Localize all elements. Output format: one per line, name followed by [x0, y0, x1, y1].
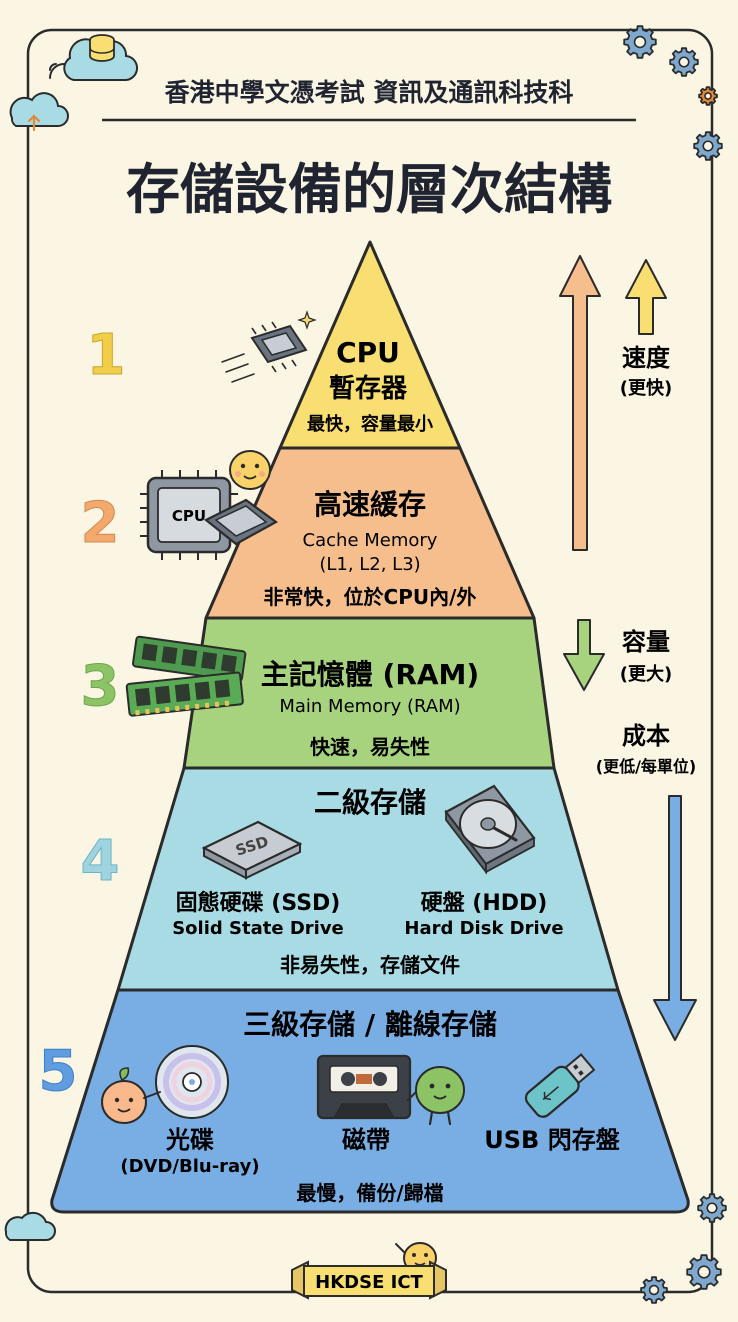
cloud-icon [4, 1211, 56, 1241]
speed-arrow-tall [559, 255, 601, 551]
level-5-number: 5 [39, 1039, 78, 1104]
speed-sub: (更快) [620, 377, 672, 399]
level-4-name: 二級存儲 [314, 786, 426, 819]
ssd-name: 固態硬碟 (SSD) [176, 890, 341, 916]
cost-sub: (更低/每單位) [596, 757, 696, 776]
footer-badge: HKDSE ICT [291, 1260, 447, 1300]
page-title: 存儲設備的層次結構 [126, 158, 612, 221]
level-2-number: 2 [81, 491, 120, 556]
cpu-chip-icon: CPU [140, 470, 279, 560]
level-3-number: 3 [81, 654, 120, 719]
ssd-english: Solid State Drive [172, 918, 344, 939]
optical-disc-name: 光碟 [165, 1126, 214, 1154]
gear-icon-group [623, 25, 727, 1304]
speed-label: 速度 [622, 344, 671, 372]
level-2-desc: 非常快，位於CPU內/外 [264, 585, 477, 609]
optical-disc-english: (DVD/Blu-ray) [120, 1156, 259, 1177]
cpu-chip-label: CPU [172, 507, 206, 525]
level-2-english: Cache Memory [303, 530, 438, 551]
tape-name: 磁帶 [342, 1126, 390, 1154]
green-mascot-icon [407, 1066, 465, 1126]
level-1-name-line2: 暫存器 [329, 374, 408, 404]
gear-icon [623, 25, 657, 59]
level-3-desc: 快速，易失性 [310, 735, 430, 759]
gear-icon [640, 1276, 668, 1304]
gear-icon [669, 47, 699, 77]
hdd-name: 硬盤 (HDD) [421, 890, 548, 916]
microchip-icon [221, 310, 317, 383]
gear-icon [686, 1254, 722, 1290]
gear-icon [698, 86, 718, 106]
level-1-name: CPU [336, 336, 400, 369]
level-1-desc: 最快，容量最小 [307, 413, 433, 435]
cloud-upload-icon [9, 92, 69, 132]
gear-icon [697, 1193, 727, 1223]
cloud-database-icon [63, 34, 138, 82]
optical-disc-icon [155, 1045, 229, 1119]
level-3-name: 主記憶體 (RAM) [261, 658, 479, 691]
ram-stick-icon [125, 635, 247, 717]
hdd-english: Hard Disk Drive [404, 918, 563, 939]
gear-icon [693, 131, 723, 161]
level-4-desc: 非易失性，存儲文件 [280, 953, 460, 977]
level-2-name: 高速緩存 [314, 488, 426, 521]
speed-arrow-short [625, 259, 667, 335]
usb-drive-icon [524, 1053, 596, 1118]
header-subtitle: 香港中學文憑考試 資訊及通訊科技科 [165, 78, 574, 107]
level-2-english-line2: (L1, L2, L3) [319, 554, 420, 575]
peach-mascot-icon [101, 1067, 161, 1124]
capacity-sub: (更大) [620, 663, 672, 685]
cost-label: 成本 [622, 722, 670, 750]
level-3-english: Main Memory (RAM) [279, 696, 460, 717]
level-1-number: 1 [87, 323, 126, 388]
level-5-name: 三級存儲 / 離線存儲 [243, 1008, 497, 1041]
usb-name: USB 閃存盤 [484, 1126, 620, 1154]
wifi-icon [49, 63, 65, 79]
capacity-label: 容量 [622, 628, 670, 656]
footer-badge-text: HKDSE ICT [315, 1272, 423, 1293]
hard-disk-icon [444, 784, 536, 875]
cassette-tape-icon [316, 1054, 412, 1120]
capacity-arrow [563, 619, 605, 691]
cost-arrow [653, 795, 697, 1041]
level-5-desc: 最慢，備份/歸檔 [296, 1181, 443, 1205]
level-4-number: 4 [81, 829, 120, 894]
ssd-icon: SSD [201, 820, 303, 880]
smiley-mascot-icon [229, 450, 271, 490]
